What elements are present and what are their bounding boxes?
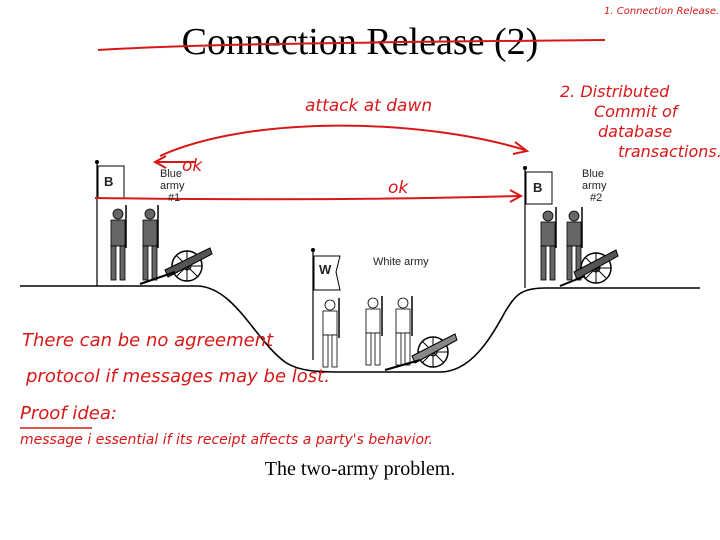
label-ok-right: ok	[388, 178, 409, 198]
annotation-distributed-commit: 2. Distributed Commit of database transa…	[560, 82, 720, 162]
blue-army-1-flag	[95, 160, 125, 286]
blue-army-2-soldiers	[540, 207, 583, 281]
blue-army-1-label-line1: Blue	[160, 168, 183, 180]
blue-army-2-flag-letter: B	[533, 180, 543, 195]
figure-caption: The two-army problem.	[264, 458, 456, 480]
blue-army-2-label: Blue army #2	[582, 168, 606, 204]
label-attack-at-dawn: attack at dawn	[305, 96, 433, 116]
blue-army-2-label-line2: army	[582, 180, 607, 192]
note-no-agreement: There can be no agreement	[22, 330, 274, 351]
white-army-label: White army	[373, 256, 429, 268]
annotation-distributed-line1: 2. Distributed	[560, 82, 670, 101]
blue-army-1-cannon	[139, 247, 213, 285]
blue-army-2-label-line1: Blue	[582, 168, 605, 180]
arrow-ok-left	[152, 155, 195, 169]
blue-army-1-label: Blue army #1	[160, 168, 184, 204]
valley-outline	[20, 285, 700, 373]
blue-army-1-soldiers	[110, 205, 159, 281]
white-army-cannon	[384, 333, 458, 371]
arrow-attack-at-dawn	[159, 124, 530, 157]
annotation-distributed-line2: Commit of	[594, 102, 678, 121]
blue-army-2-cannon	[559, 249, 619, 287]
arrow-ok-right	[94, 189, 524, 203]
white-army-flag	[311, 248, 341, 360]
blue-army-1-label-line3: #1	[168, 192, 181, 204]
annotation-distributed-line4: transactions.	[618, 142, 720, 161]
blue-army-2-flag	[523, 166, 553, 288]
white-army-soldiers	[322, 296, 413, 368]
title-strikethrough	[97, 39, 606, 51]
annotation-distributed-line3: database	[598, 122, 673, 141]
blue-army-1-label-line2: army	[160, 180, 185, 192]
annotation-connection-release: 1. Connection Release.	[604, 6, 720, 17]
label-ok-left: ok	[182, 156, 203, 176]
white-army-flag-letter: W	[319, 262, 332, 277]
note-messages-lost: protocol if messages may be lost.	[26, 366, 330, 387]
blue-army-2-label-line3: #2	[590, 192, 603, 204]
note-proof-idea: Proof idea:	[20, 403, 117, 424]
blue-army-1-flag-letter: B	[104, 174, 114, 189]
note-message-essential: message i essential if its receipt affec…	[20, 432, 433, 448]
